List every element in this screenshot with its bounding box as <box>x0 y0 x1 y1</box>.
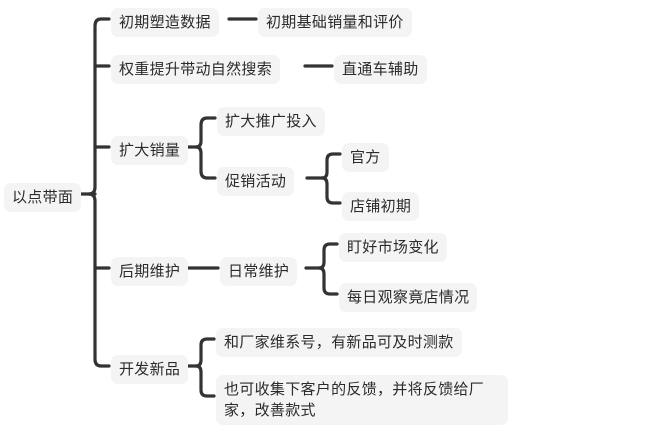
node-branch-3-child-2[interactable]: 促销活动 <box>217 167 295 196</box>
connector-main-bracket <box>87 17 111 368</box>
node-branch-4[interactable]: 后期维护 <box>111 257 189 286</box>
node-branch-3-child-2-grandchild-2[interactable]: 店铺初期 <box>342 192 420 221</box>
node-branch-2[interactable]: 权重提升带动自然搜索 <box>111 55 281 84</box>
node-branch-1-child-1[interactable]: 初期基础销量和评价 <box>258 8 412 37</box>
node-branch-2-child-1[interactable]: 直通车辅助 <box>334 55 427 84</box>
node-branch-4-child-1[interactable]: 日常维护 <box>220 257 298 286</box>
node-branch-3-child-2-grandchild-1[interactable]: 官方 <box>342 143 389 172</box>
connector-b3c2-bracket <box>320 152 342 205</box>
connector-b5-bracket <box>194 337 216 398</box>
node-branch-5-child-2[interactable]: 也可收集下客户的反馈，并将反馈给厂家，改善款式 <box>216 375 508 425</box>
node-branch-3-child-1[interactable]: 扩大推广投入 <box>217 107 325 136</box>
node-branch-5[interactable]: 开发新品 <box>111 355 189 384</box>
node-branch-4-child-1-grandchild-1[interactable]: 盯好市场变化 <box>339 233 447 262</box>
connector-b4c1-bracket <box>317 242 339 296</box>
node-branch-5-child-1[interactable]: 和厂家维系号，有新品可及时测款 <box>216 328 462 357</box>
node-branch-1[interactable]: 初期塑造数据 <box>111 8 219 37</box>
node-root[interactable]: 以点带面 <box>4 183 82 212</box>
connector-b3-bracket <box>194 116 217 180</box>
node-branch-4-child-1-grandchild-2[interactable]: 每日观察竟店情况 <box>339 283 478 312</box>
node-branch-3[interactable]: 扩大销量 <box>111 136 189 165</box>
